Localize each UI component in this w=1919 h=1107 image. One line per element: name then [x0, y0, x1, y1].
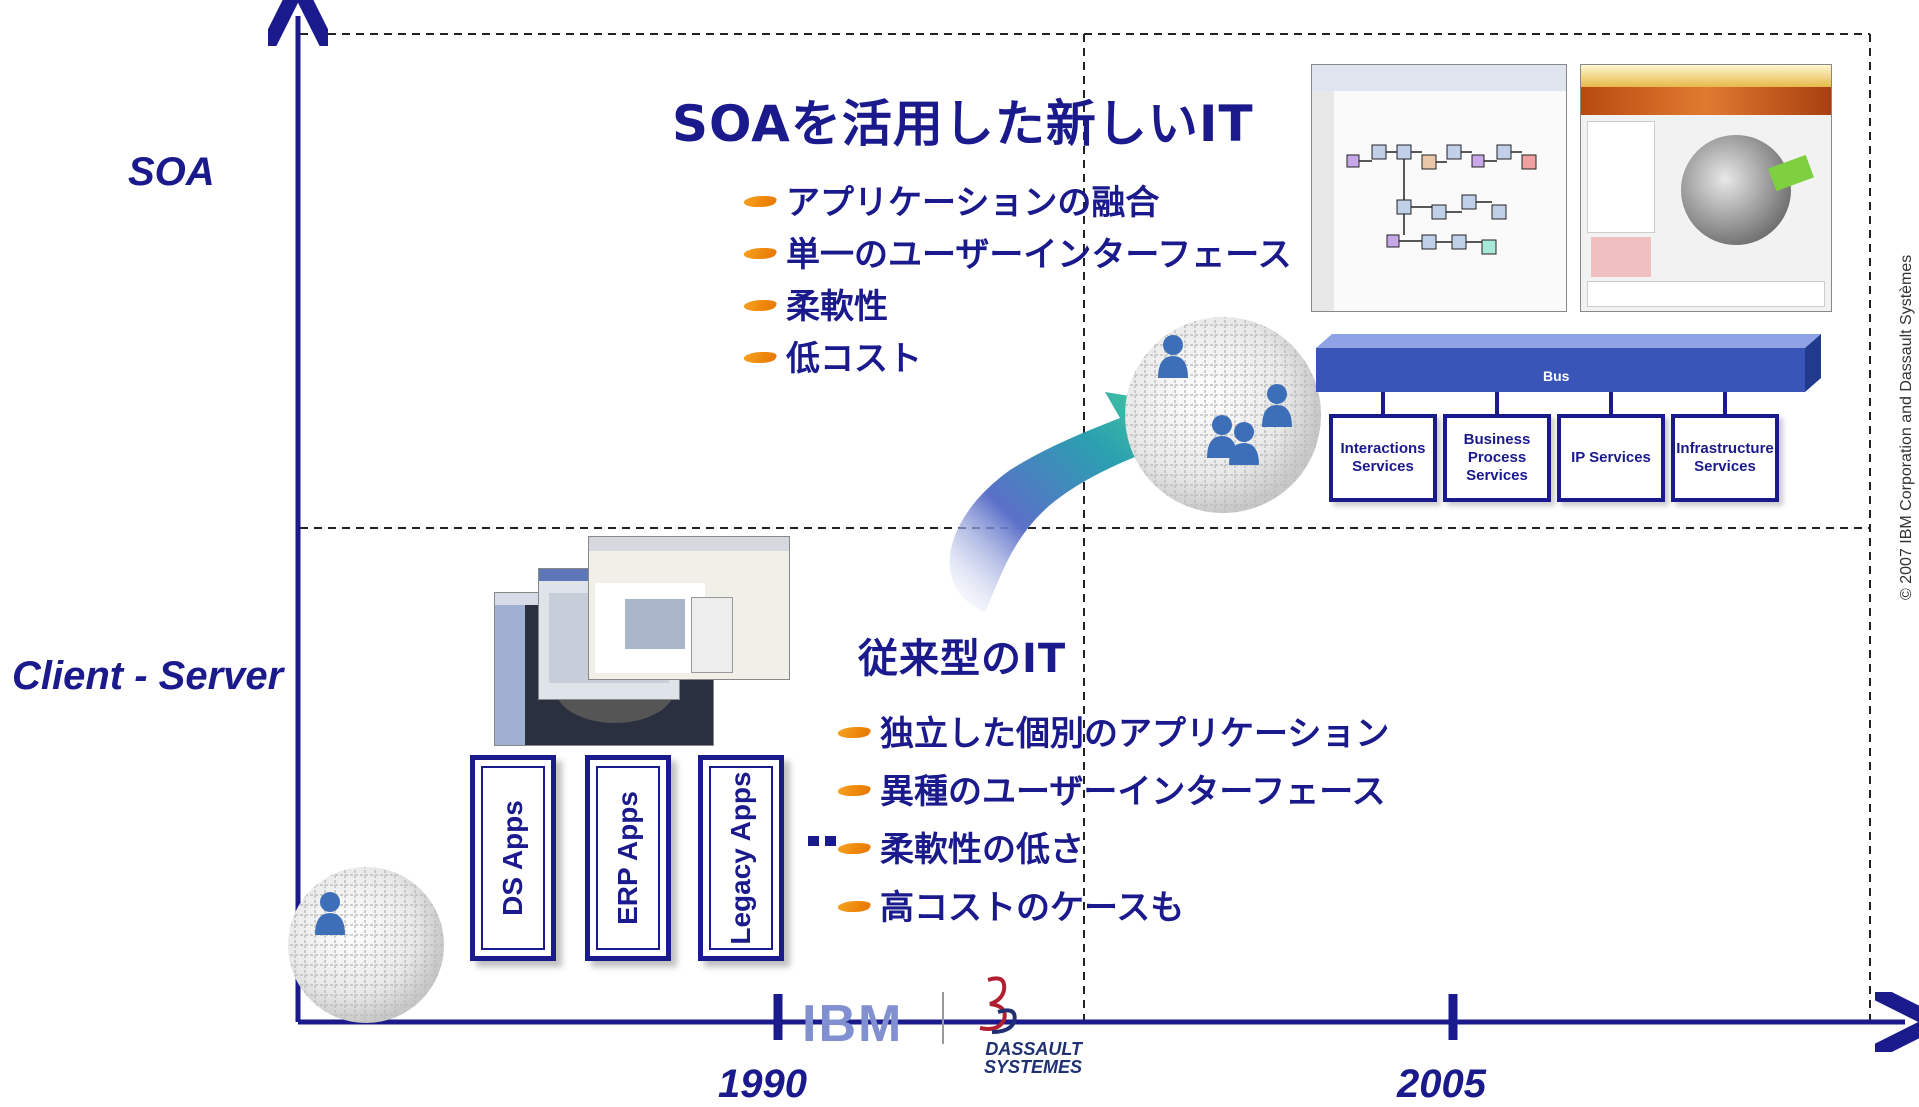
process-flow-diagram — [1346, 144, 1537, 255]
app-box-ds: DS Apps — [470, 755, 556, 961]
soa-bullet: 低コスト — [741, 333, 1292, 385]
y-label-soa: SOA — [128, 150, 215, 194]
ibm-logo: IBM — [802, 995, 904, 1053]
service-ip: IP Services — [1557, 414, 1665, 502]
legacy-bullet-list: 独立した個別のアプリケーション 異種のユーザーインターフェース 柔軟性の低さ 高… — [835, 705, 1389, 937]
logo-divider — [942, 992, 944, 1044]
service-business-process: Business Process Services — [1443, 414, 1551, 502]
soa-bullet: 柔軟性 — [741, 281, 1292, 333]
globe-client — [288, 867, 444, 1023]
soa-bullet-list: アプリケーションの融合 単一のユーザーインターフェース 柔軟性 低コスト — [741, 177, 1292, 385]
quadrant-grid — [300, 33, 1871, 1022]
copyright-note: © 2007 IBM Corporation and Dassault Syst… — [1898, 254, 1915, 600]
y-label-client-server: Client - Server — [12, 654, 284, 698]
bullet-icon — [835, 727, 873, 738]
legacy-bullet: 高コストのケースも — [835, 879, 1389, 937]
user-icon — [1262, 384, 1292, 427]
soa-process-screenshot — [1311, 64, 1567, 312]
soa-bullet: 単一のユーザーインターフェース — [741, 229, 1292, 281]
legacy-title: 従来型のIT — [858, 636, 1067, 682]
user-icon — [315, 892, 345, 935]
more-dot — [808, 836, 819, 846]
x-label-2005: 2005 — [1397, 1062, 1486, 1106]
soa-title: SOAを活用した新しいIT — [672, 95, 1254, 153]
bus-label: Bus — [1543, 368, 1570, 384]
user-group-icon — [1207, 415, 1259, 465]
legacy-bullet: 独立した個別のアプリケーション — [835, 705, 1389, 763]
bullet-icon — [835, 843, 873, 854]
bullet-icon — [741, 300, 779, 311]
dassault-wordmark: DASSAULT SYSTEMES — [984, 1039, 1083, 1077]
app-box-erp: ERP Apps — [585, 755, 671, 961]
app-box-legacy: Legacy Apps — [698, 755, 784, 961]
bus-bar — [1316, 334, 1821, 392]
x-label-1990: 1990 — [718, 1062, 807, 1106]
app-box-label: ERP Apps — [612, 791, 643, 925]
service-interactions: Interactions Services — [1329, 414, 1437, 502]
bullet-icon — [741, 352, 779, 363]
service-infrastructure: Infrastructure Services — [1671, 414, 1779, 502]
legacy-bullet: 柔軟性の低さ — [835, 821, 1389, 879]
user-icon — [1158, 335, 1188, 378]
dassault-logo-mark — [979, 976, 1017, 1034]
app-box-label: DS Apps — [497, 800, 528, 916]
soa-bullet: アプリケーションの融合 — [741, 177, 1292, 229]
soa-portal-screenshot — [1580, 64, 1832, 312]
bus-connectors — [1381, 392, 1727, 414]
legacy-screenshot-front — [588, 536, 790, 680]
app-box-label: Legacy Apps — [725, 771, 756, 945]
bullet-icon — [835, 901, 873, 912]
bullet-icon — [741, 248, 779, 259]
bullet-icon — [835, 785, 873, 796]
legacy-bullet: 異種のユーザーインターフェース — [835, 763, 1389, 821]
growth-arrow — [949, 392, 1180, 612]
bullet-icon — [741, 196, 779, 207]
more-dot — [825, 836, 836, 846]
